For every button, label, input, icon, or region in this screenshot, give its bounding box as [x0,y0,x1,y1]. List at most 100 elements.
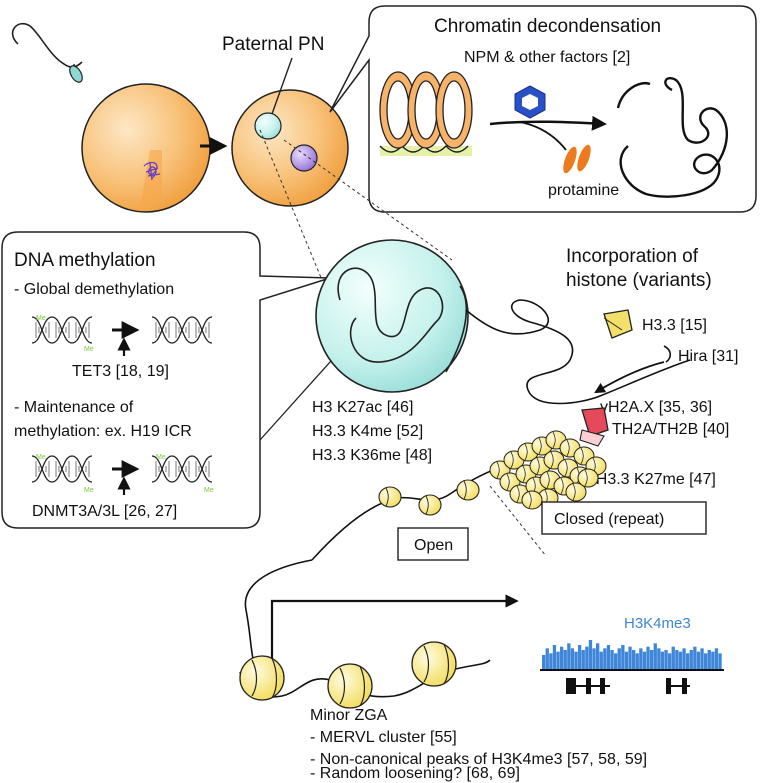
nucleosome-icon [239,655,285,701]
decondensed-dna [616,76,729,198]
global-demethylation-label: - Global demethylation [14,281,174,298]
track-bar [707,650,711,670]
h3k4me3-track [542,640,722,670]
track-bar [628,646,632,670]
dna-helix-icon: Me Me [151,454,214,494]
track-bar [588,640,593,670]
track-bar [574,651,578,670]
track-bar [563,650,567,670]
track-bar [657,648,661,670]
track-bar [578,645,582,670]
track-bar [675,650,679,670]
track-bar [693,646,697,670]
track-bar [592,648,596,670]
paternal-pronucleus-zoom [315,239,469,393]
track-bar [711,651,715,670]
chromatin-fiber [465,299,691,405]
track-bar [718,653,722,670]
closed-box [541,501,707,535]
maintenance-label-2: methylation: ex. H19 ICR [14,423,192,440]
h33k27me-label: - H3.3 K27me [47] [586,471,716,488]
svg-text:Me: Me [36,315,46,322]
track-bar [660,651,665,670]
chromatin-decondensation-box: Chromatin decondensation NPM & other fac… [329,5,757,213]
track-bar [668,653,672,670]
h33-label: H3.3 [15] [642,317,707,334]
dna-helix-icon: Me Me [31,454,94,494]
chromatin-title: Chromatin decondensation [434,16,661,37]
track-bar [632,650,636,670]
dnmt-label: DNMT3A/3L [26, 27] [32,503,177,520]
track-bar [556,651,560,670]
maternal-pronucleus [290,144,318,172]
hira-label: Hira [31] [678,348,738,365]
zygote-with-pronuclei [231,89,349,207]
th2a-nucleosome-icon [579,407,609,447]
track-bar [646,646,650,670]
incorporation-title-2: histone (variants) [566,270,712,291]
track-bar [570,648,575,670]
closed-label: Closed (repeat) [554,511,664,528]
track-bar [610,650,614,670]
open-chromatin-nucleosomes [378,479,480,516]
track-bar [552,645,557,670]
dna-methylation-box: DNA methylation - Global demethylation M… [1,231,367,529]
transcription-start-arrow [270,594,519,666]
track-bar [696,651,701,670]
gene-model [566,678,690,694]
track-bar [686,653,690,670]
open-label: Open [414,537,453,554]
track-bar [664,650,668,670]
noncanonical-label: - Non-canonical peaks of H3K4me3 [57, 58… [310,751,647,768]
track-bar [635,653,639,670]
nucleosome-icon [456,479,480,501]
svg-text:Me: Me [156,454,166,461]
track-bar [653,643,657,670]
npm-label: NPM & other factors [2] [464,49,630,66]
sperm-head-in-egg [143,161,161,181]
track-bar [545,648,549,670]
maintenance-label-1: - Maintenance of [14,399,134,416]
svg-text:Me: Me [36,454,46,461]
nucleosome-icon [521,490,543,510]
h33-nucleosome-icon [603,309,633,339]
nucleosome-icon [565,482,587,502]
zygote-egg [81,83,211,213]
mervl-label: - MERVL cluster [55] [310,729,457,746]
track-bar [700,648,704,670]
track-bar [617,648,621,670]
random-loosening-label: - Random loosening? [68, 69] [310,765,520,782]
gh2ax-label: γH2A.X [35, 36] [600,399,712,416]
h3k4me3-label: H3K4me3 [624,615,691,632]
h33k36me-label: H3.3 K36me [48] [312,447,432,464]
tet3-label: TET3 [18, 19] [72,363,169,380]
minor-zga-title: Minor ZGA [310,707,388,724]
dna-strand-bar [380,146,472,156]
sperm-icon [11,22,83,83]
track-bar [678,651,683,670]
hira-arrow [594,361,665,394]
protamine-toroids [379,71,473,149]
track-bar [596,643,600,670]
decondensation-arrow [489,115,607,131]
npm-hexagon-icon [514,85,546,119]
nucleosome-icon [327,663,373,709]
track-bar [542,655,546,670]
track-bar [603,648,607,670]
track-bar [682,648,686,670]
incorporation-title-1: Incorporation of [566,246,699,267]
th2a-label: TH2A/TH2B [40] [612,421,729,438]
svg-text:Me: Me [204,487,214,494]
nucleosome-icon [378,486,402,508]
dna-helix-icon: Me Me [31,315,94,353]
track-bar [560,646,564,670]
track-bar [639,648,643,670]
track-bar [621,645,625,670]
h3k27ac-label: H3 K27ac [46] [312,399,413,416]
svg-text:Me: Me [84,487,94,494]
nucleosome-icon [411,641,457,687]
track-bar [606,645,611,670]
protamine-icon [563,144,591,174]
track-bar [581,650,585,670]
track-bar [599,651,603,670]
